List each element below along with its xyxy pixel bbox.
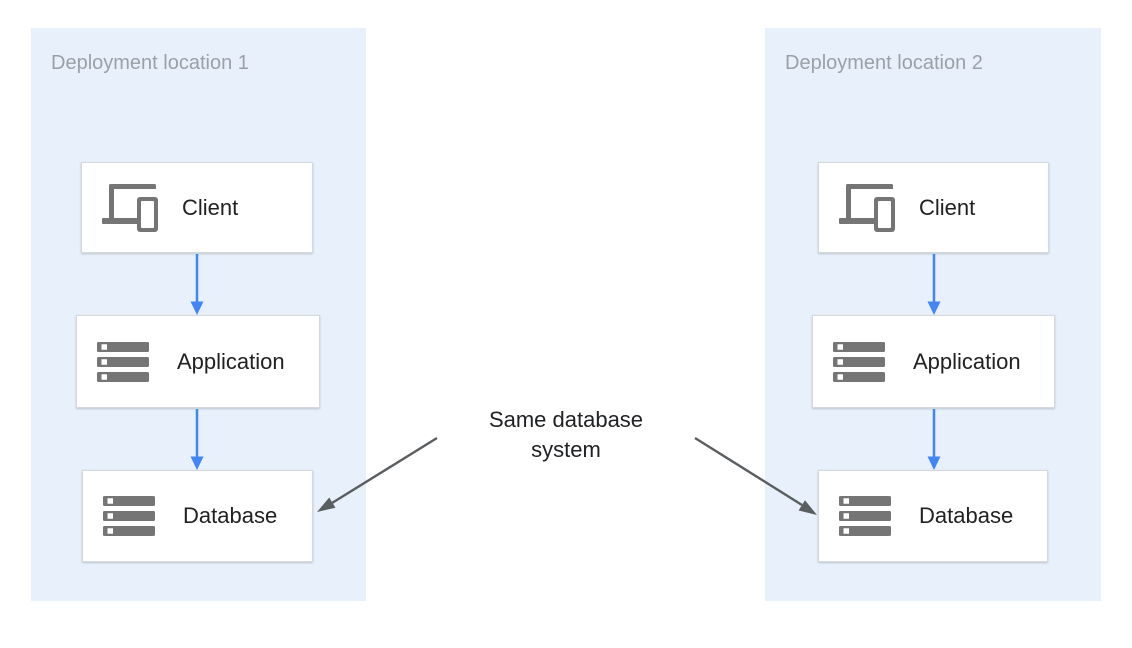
annotation-same-database-system: Same database system — [455, 405, 677, 465]
client-devices-icon — [839, 183, 895, 232]
client-devices-icon — [102, 183, 158, 232]
node-database-1: Database — [82, 470, 313, 562]
server-stack-icon — [833, 341, 885, 382]
zone-title: Deployment location 1 — [51, 52, 249, 74]
node-application-1: Application — [76, 315, 320, 408]
node-database-2: Database — [818, 470, 1048, 562]
node-label: Application — [913, 348, 1021, 374]
node-application-2: Application — [812, 315, 1055, 408]
annotation-line-1: Same database — [488, 407, 644, 432]
annotation-line-2: system — [531, 437, 601, 462]
node-client-2: Client — [818, 162, 1049, 253]
server-stack-icon — [97, 341, 149, 382]
node-label: Database — [919, 503, 1014, 528]
server-stack-icon — [103, 496, 155, 536]
node-label: Client — [182, 194, 239, 220]
node-client-1: Client — [81, 162, 313, 253]
server-stack-icon — [839, 496, 891, 536]
node-label: Database — [183, 503, 278, 528]
node-label: Application — [177, 348, 285, 374]
zone-title: Deployment location 2 — [785, 52, 983, 74]
node-label: Client — [919, 194, 976, 220]
